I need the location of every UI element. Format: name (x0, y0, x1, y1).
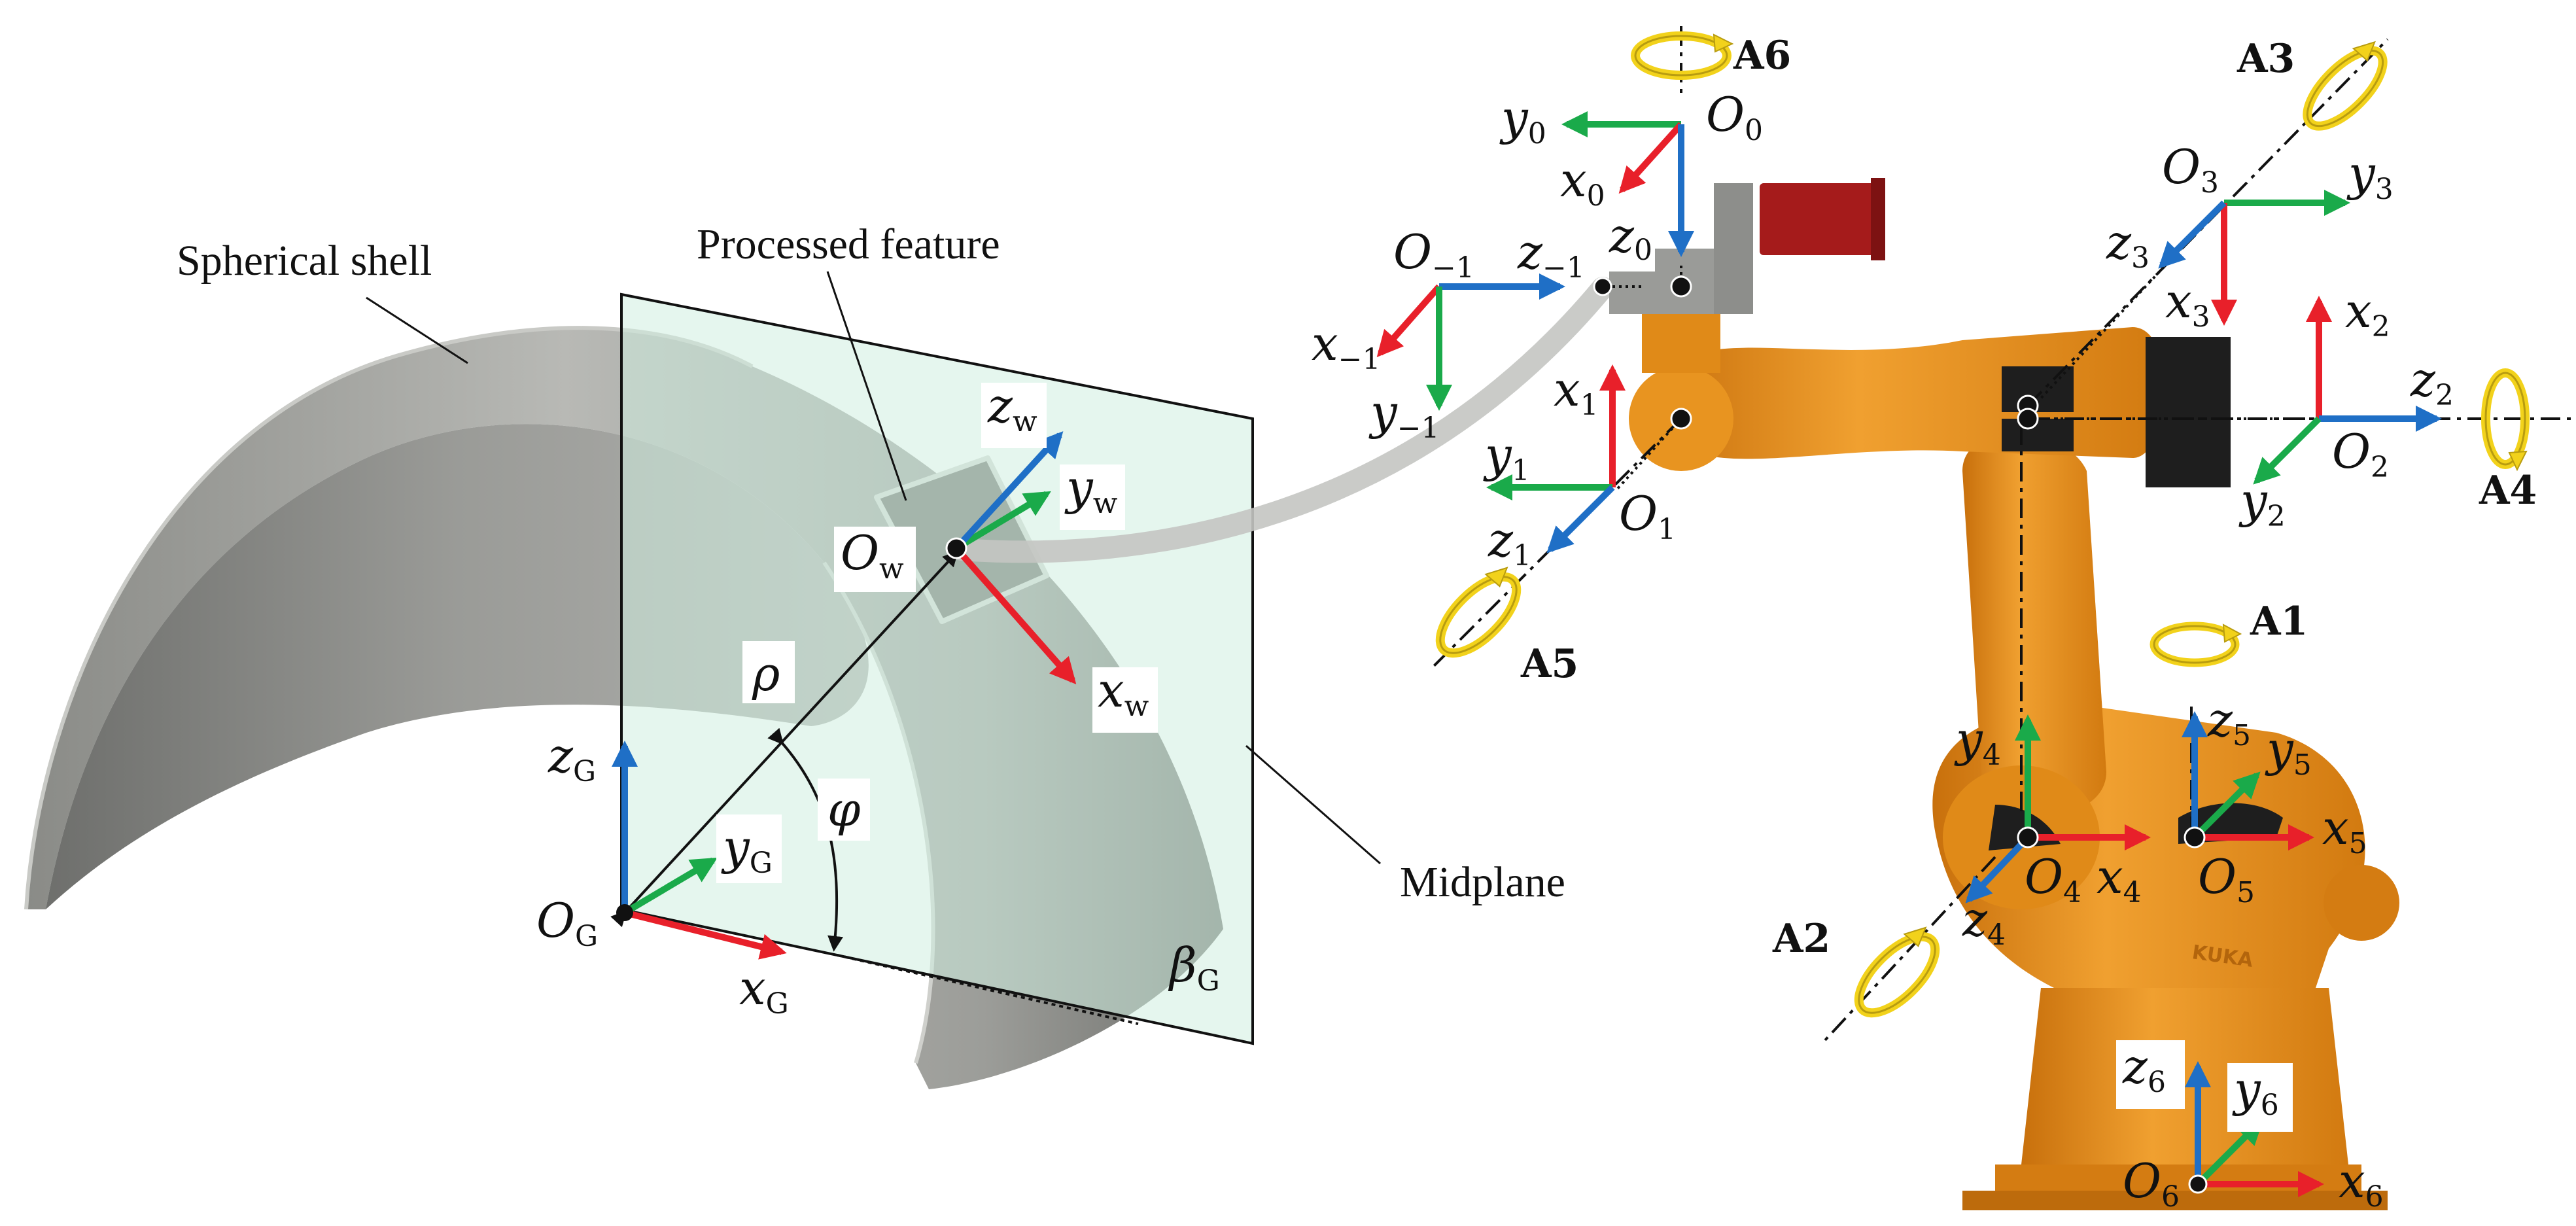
frame-2 (2253, 296, 2442, 485)
beta-sub: G (1197, 964, 1220, 998)
f4-x-label: x4 (2097, 849, 2142, 909)
beta-label: βG (1168, 937, 1220, 998)
frame-5 (2182, 711, 2314, 850)
f3-z-label: z3 (2106, 215, 2150, 275)
G-y-label: yG (721, 820, 773, 880)
processed-feature-label: Processed feature (697, 220, 1000, 268)
fm1-y-label: y−1 (1368, 385, 1440, 445)
w-z-label: zw (987, 378, 1037, 438)
frame-3 (2017, 190, 2350, 430)
joint-label-A3: A3 (2237, 36, 2295, 82)
G-z-label: zG (548, 728, 596, 788)
tool-path (950, 277, 1614, 563)
w-x-label: xw (1098, 663, 1149, 723)
spherical-shell-label: Spherical shell (177, 237, 432, 285)
frame-w (945, 431, 1077, 685)
f1-y-label: y1 (1483, 427, 1530, 487)
midplane-leader (1245, 744, 1381, 865)
rho-label: ρ (752, 646, 780, 701)
fm1-z-label: z−1 (1517, 224, 1585, 285)
joint-label-A1: A1 (2250, 599, 2308, 644)
f5-y-label: y5 (2265, 722, 2312, 782)
f3-x-label: x3 (2165, 273, 2210, 334)
f6-z-label: z6 (2122, 1039, 2166, 1099)
G-x-label: xG (739, 960, 789, 1021)
f0-x-label: x0 (1560, 152, 1605, 213)
joint-label-A2: A2 (1772, 916, 1830, 962)
f0-y-label: y0 (1499, 90, 1546, 150)
f4-z-label: z4 (1962, 892, 2006, 952)
shell-leader (366, 296, 468, 364)
f5-z-label: z5 (2207, 692, 2251, 752)
rotation-icon-A1 (2150, 622, 2242, 667)
f4-y-label: y4 (1954, 712, 2001, 772)
frame-4 (1965, 714, 2151, 903)
frame-0 (1561, 111, 1694, 298)
frame-minus1 (1376, 273, 1612, 411)
f3-y-label: y3 (2346, 146, 2393, 206)
f2-y-label: y2 (2238, 473, 2286, 533)
fm1-x-label: x−1 (1312, 316, 1380, 376)
f4-origin-label: O4 (2025, 849, 2081, 909)
f0-z-label: z0 (1609, 208, 1652, 267)
f6-origin-label: O6 (2123, 1153, 2180, 1214)
kuka-robot: KUKA (1609, 178, 2399, 1210)
f1-origin-label: O1 (1619, 486, 1676, 546)
joint-label-A4: A4 (2479, 468, 2537, 514)
joint-label-A6: A6 (1733, 33, 1791, 79)
w-y-label: yw (1064, 460, 1118, 520)
midplane-label: Midplane (1400, 858, 1565, 906)
G-origin-label: OG (536, 893, 598, 953)
rotation-icon-A5 (1435, 567, 1522, 658)
f3-origin-label: O3 (2162, 139, 2219, 200)
f6-y-label: y6 (2232, 1062, 2279, 1122)
midplane (620, 292, 1254, 1045)
fm1-origin-label: O−1 (1393, 224, 1474, 285)
f2-origin-label: O2 (2332, 424, 2389, 484)
f5-x-label: x5 (2322, 800, 2367, 860)
f5-origin-label: O5 (2198, 849, 2255, 909)
f1-x-label: x1 (1554, 362, 1599, 422)
rotation-icon-A6 (1631, 31, 1734, 80)
f6-x-label: x6 (2339, 1153, 2384, 1214)
beta-symbol: β (1168, 937, 1197, 992)
f2-x-label: x2 (2345, 283, 2390, 343)
phi-label: φ (827, 782, 861, 837)
rotation-icon-A4 (2481, 368, 2530, 472)
joint-label-A5: A5 (1520, 641, 1578, 687)
frame-6 (2185, 1061, 2324, 1197)
frame-G (612, 741, 787, 960)
f1-z-label: z1 (1488, 512, 1531, 572)
f0-origin-label: O0 (1706, 87, 1763, 147)
f2-z-label: z2 (2410, 352, 2454, 412)
feature-leader (826, 271, 907, 501)
w-origin-label: Ow (841, 525, 904, 586)
frame-1 (1486, 364, 1692, 553)
rotation-icon-A3 (2303, 41, 2388, 131)
rotation-icon-A2 (1854, 926, 1940, 1018)
